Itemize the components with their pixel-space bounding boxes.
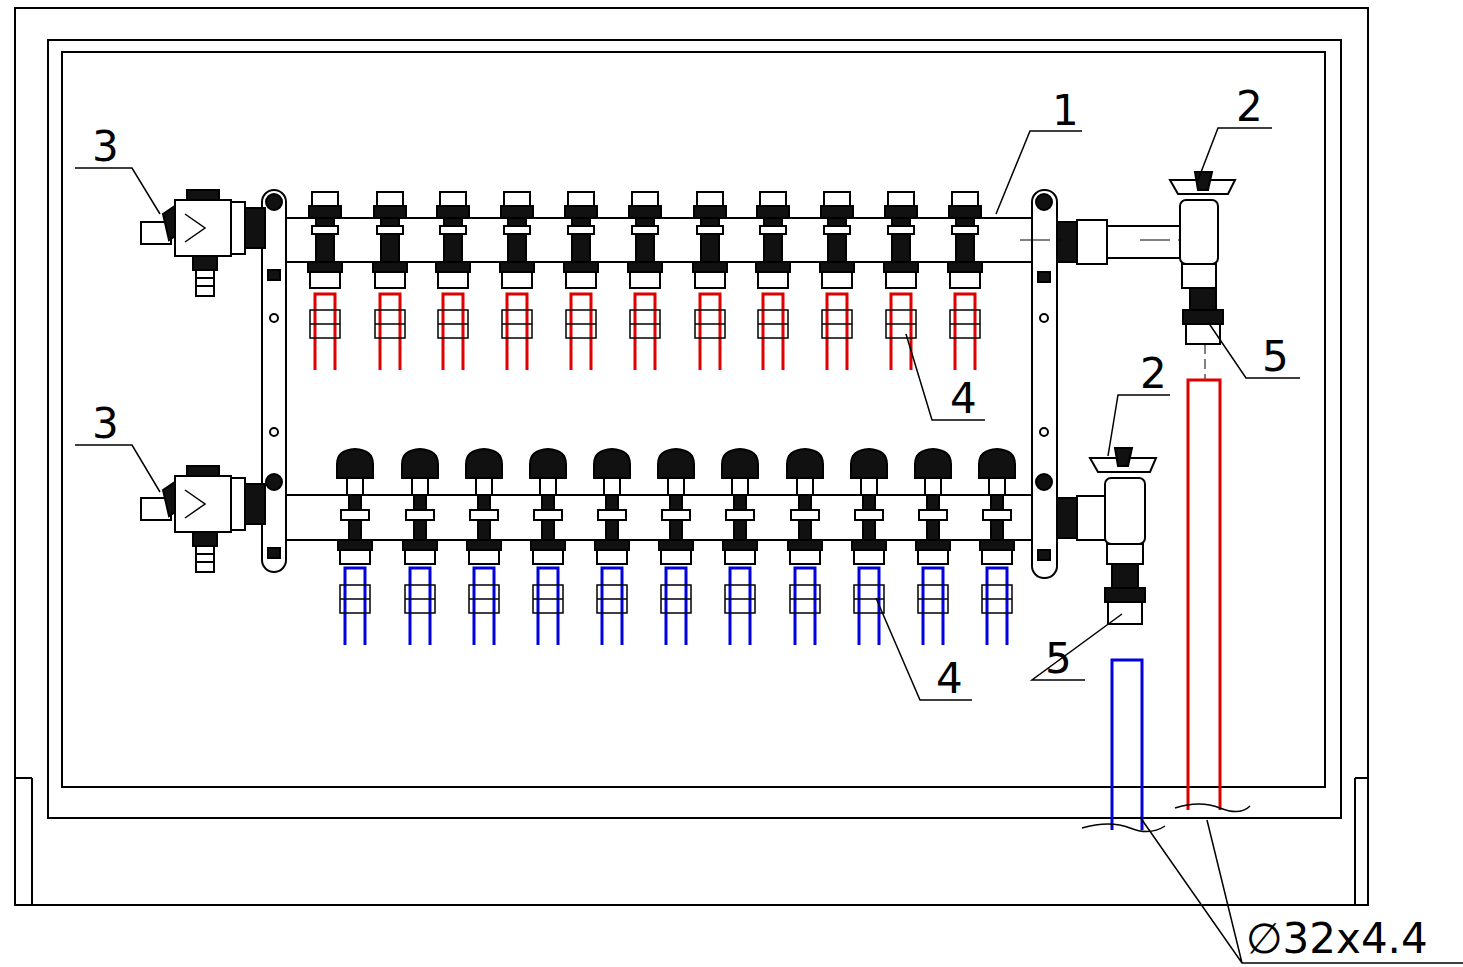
return-ball-valve: [1057, 448, 1165, 832]
drain-valves: [141, 190, 265, 572]
callout-number: 2: [1236, 86, 1263, 128]
callout-number: 4: [950, 378, 977, 420]
callout-number: ∅32x4.4: [1246, 918, 1428, 960]
supply-ball-valve: [1020, 172, 1250, 812]
cabinet-frame: [15, 8, 1368, 905]
callout-number: 3: [92, 403, 119, 445]
callout-number: 1: [1052, 90, 1079, 132]
supply-valves: [308, 192, 982, 370]
callout-number: 5: [1045, 638, 1072, 680]
leader-lines: [75, 128, 1463, 963]
return-valves: [337, 449, 1015, 645]
callout-number: 5: [1262, 336, 1289, 378]
callout-number: 4: [936, 658, 963, 700]
callout-number: 2: [1140, 353, 1167, 395]
callout-number: 3: [92, 126, 119, 168]
